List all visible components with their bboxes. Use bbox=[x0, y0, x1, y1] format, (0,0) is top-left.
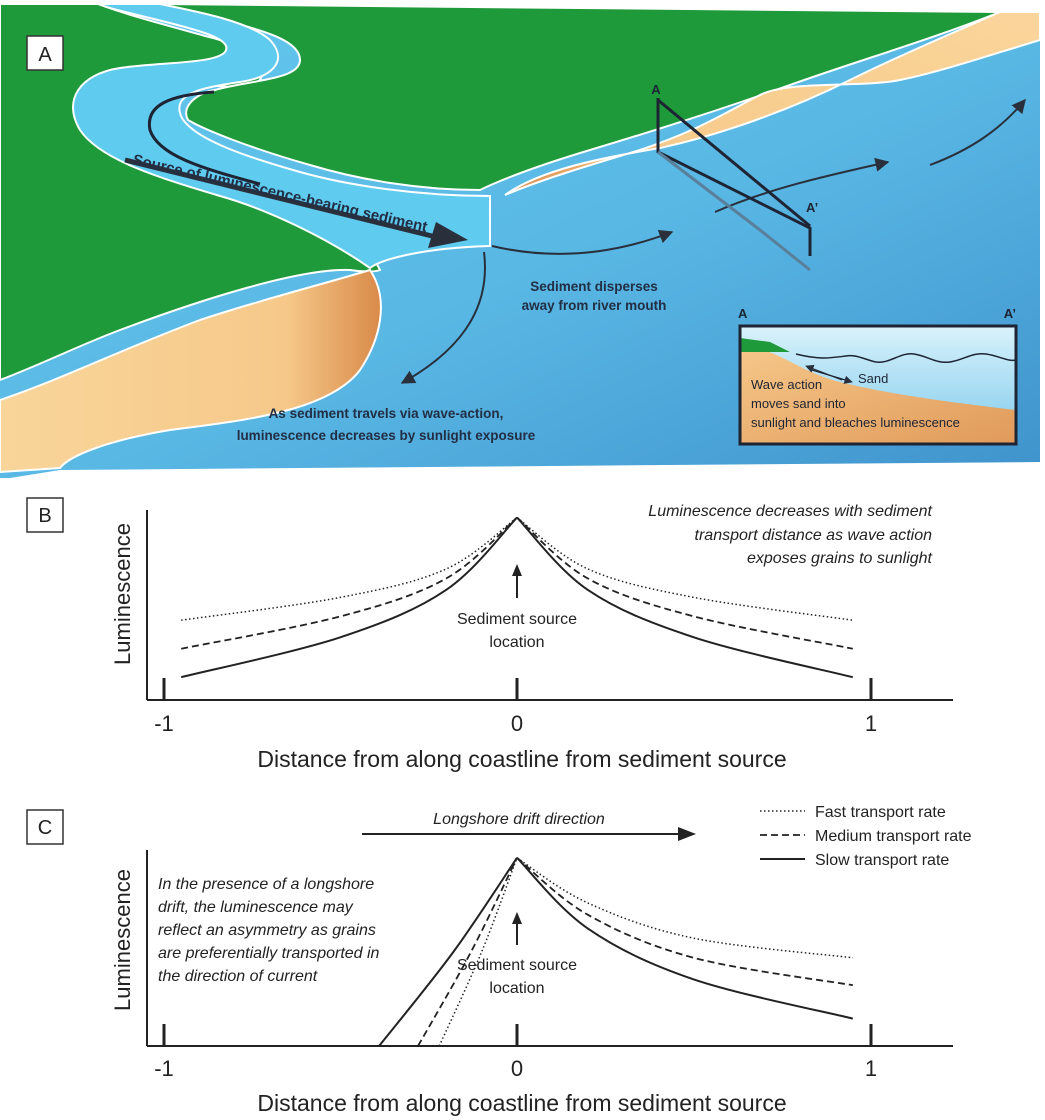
panel-c-series-dashed bbox=[417, 857, 853, 1047]
disperse-text-1: Sediment disperses bbox=[530, 279, 658, 294]
panel-b-note-3: exposes grains to sunlight bbox=[747, 550, 933, 567]
panel-b-chart: B Luminescence -1 0 1 Distance from alon… bbox=[26, 497, 953, 772]
inset-cross-section bbox=[738, 324, 1018, 446]
panel-c-note-1: In the presence of a longshore bbox=[158, 876, 374, 893]
panel-c-label-box bbox=[26, 809, 64, 845]
dispersal-arrow-mid bbox=[714, 157, 890, 213]
panel-b-label-box bbox=[26, 497, 64, 533]
drift-arrowhead bbox=[678, 827, 696, 841]
panel-b-ticklabel-neg1: -1 bbox=[154, 711, 174, 736]
panel-a-map: A Source of luminescence-bearing sedimen… bbox=[0, 3, 1041, 478]
dispersal-arrow-downstream bbox=[491, 229, 674, 255]
panel-c-ticklabel-0: 0 bbox=[511, 1056, 523, 1081]
section-frame-upper bbox=[657, 98, 811, 228]
dispersal-arrow-down bbox=[400, 251, 486, 384]
panel-b-xlabel: Distance from along coastline from sedim… bbox=[257, 746, 786, 772]
panel-c-series-solid bbox=[378, 857, 854, 1047]
beach-right bbox=[504, 11, 1041, 196]
panel-c-note-5: the direction of current bbox=[158, 968, 318, 985]
section-label-end: A’ bbox=[806, 200, 818, 215]
panel-a-label-box bbox=[26, 35, 64, 71]
panel-b-source-2: location bbox=[489, 634, 544, 651]
panel-b-ylabel: Luminescence bbox=[110, 523, 135, 665]
panel-c-note-2: drift, the luminescence may bbox=[158, 899, 354, 916]
panel-b-note-2: transport distance as wave action bbox=[695, 527, 933, 544]
panel-c-note-3: reflect an asymmetry as grains bbox=[158, 922, 376, 939]
panel-c-source-arrowhead bbox=[512, 912, 522, 924]
panel-b-source-1: Sediment source bbox=[457, 611, 577, 628]
disperse-text-2: away from river mouth bbox=[522, 298, 667, 313]
panel-c-note-4: are preferentially transported in bbox=[158, 945, 380, 962]
river-channel bbox=[72, 3, 491, 270]
panel-c-source-2: location bbox=[489, 980, 544, 997]
legend-fast-label: Fast transport rate bbox=[815, 804, 946, 821]
section-frame-top bbox=[656, 98, 812, 256]
panel-c-chart: C Longshore drift direction Fast transpo… bbox=[26, 804, 972, 1116]
legend: Fast transport rate Medium transport rat… bbox=[760, 804, 972, 869]
panel-b-ticklabel-1: 1 bbox=[865, 711, 877, 736]
section-frame-submerged bbox=[657, 150, 811, 272]
panel-b-series-solid bbox=[180, 516, 854, 679]
river-thalweg bbox=[147, 90, 261, 186]
panel-b-ticklabel-0: 0 bbox=[511, 711, 523, 736]
inset-label-right: A’ bbox=[1004, 306, 1016, 321]
drift-label: Longshore drift direction bbox=[433, 811, 605, 828]
travel-text-2: luminescence decreases by sunlight expos… bbox=[237, 428, 536, 443]
panel-c-ticklabel-1: 1 bbox=[865, 1056, 877, 1081]
panel-c-ticklabel-neg1: -1 bbox=[154, 1056, 174, 1081]
inset-sand-label: Sand bbox=[858, 371, 888, 386]
panel-c-source-1: Sediment source bbox=[457, 957, 577, 974]
panel-c-xlabel: Distance from along coastline from sedim… bbox=[257, 1090, 786, 1116]
panel-b-series-dotted bbox=[181, 516, 853, 621]
legend-medium-label: Medium transport rate bbox=[815, 828, 972, 845]
inset-label-left: A bbox=[738, 306, 748, 321]
panel-c-series-dotted bbox=[438, 857, 853, 1047]
travel-text-1: As sediment travels via wave-action, bbox=[269, 406, 504, 421]
inset-text-2: moves sand into bbox=[751, 396, 846, 411]
panel-c-series-layer bbox=[378, 857, 854, 1047]
panel-b-series-dashed bbox=[181, 516, 853, 650]
dispersal-arrow-far bbox=[929, 98, 1026, 166]
panel-b-label: B bbox=[38, 505, 51, 527]
source-arrowhead bbox=[428, 222, 468, 248]
beach-left bbox=[0, 268, 382, 474]
panel-b-series-layer bbox=[180, 516, 854, 679]
panel-b-note-1: Luminescence decreases with sediment bbox=[648, 503, 932, 520]
panel-c-label: C bbox=[38, 817, 52, 839]
panel-c-ylabel: Luminescence bbox=[110, 869, 135, 1011]
inset-text-3: sunlight and bleaches luminescence bbox=[751, 415, 960, 430]
panel-b-source-arrowhead bbox=[512, 564, 522, 576]
section-label-start: A bbox=[651, 82, 661, 97]
source-arrow bbox=[124, 157, 441, 241]
legend-slow-label: Slow transport rate bbox=[815, 852, 949, 869]
panel-a-label: A bbox=[38, 44, 52, 66]
inset-text-1: Wave action bbox=[751, 377, 822, 392]
